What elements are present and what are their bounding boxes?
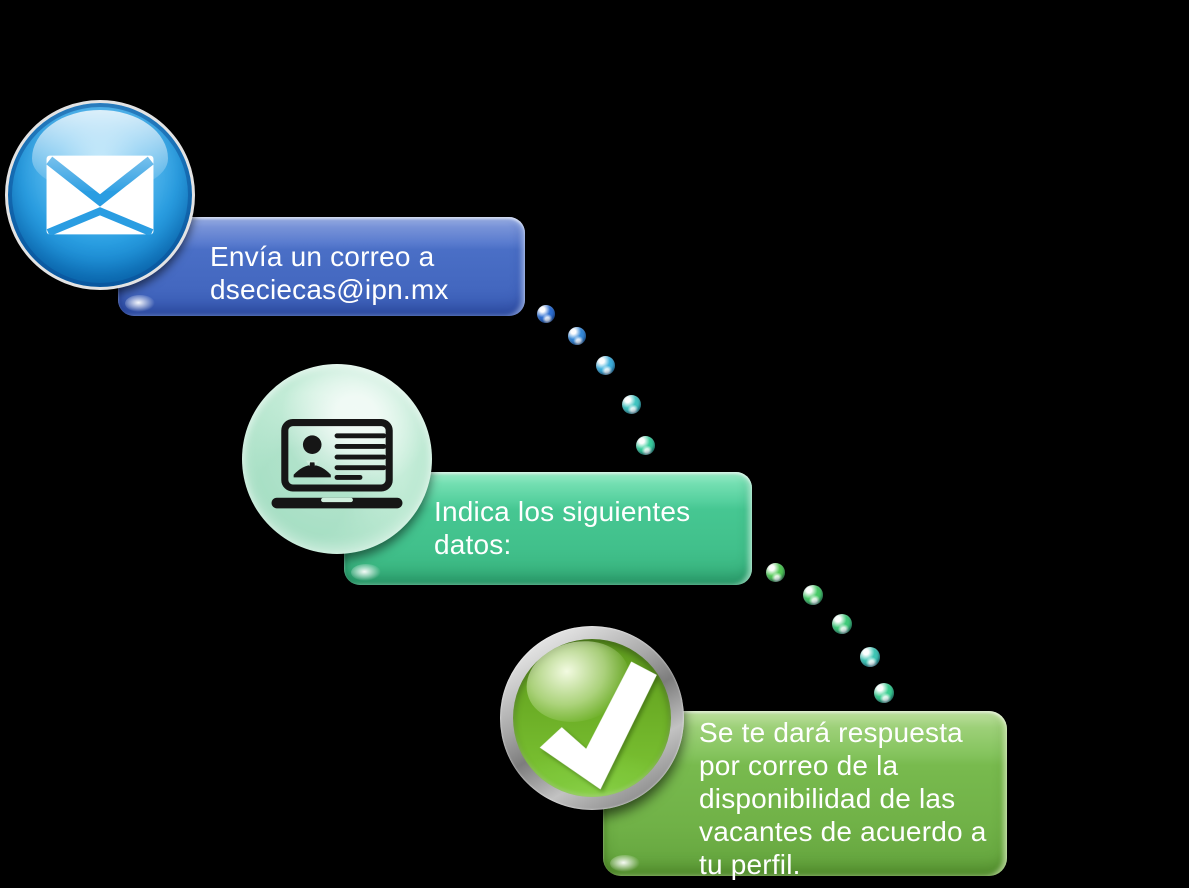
trail-bead [832, 614, 852, 634]
bubble-receive-response: Se te dará respuesta por correo de la di… [603, 711, 1007, 880]
provide-data-text: Indica los siguientes datos: [434, 496, 691, 560]
laptop-id-card-icon [242, 364, 432, 554]
trail-bead [860, 647, 880, 667]
receive-response-text: Se te dará respuesta por correo de la di… [699, 717, 987, 880]
check-mark-icon [500, 626, 684, 810]
trail-bead [874, 683, 894, 703]
bubble-provide-data: Indica los siguientes datos: [344, 472, 752, 585]
trail-bead [766, 563, 785, 582]
trail-bead [568, 327, 586, 345]
trail-bead [803, 585, 823, 605]
trail-bead [622, 395, 641, 414]
laptop-id-card-glyph [271, 418, 403, 509]
check-glyph [539, 661, 657, 790]
envelope-glyph [46, 155, 154, 235]
trail-bead [596, 356, 615, 375]
trail-bead [537, 305, 555, 323]
bubble-send-email: Envía un correo a dseciecas@ipn.mx [118, 217, 525, 316]
send-email-text: Envía un correo a dseciecas@ipn.mx [210, 241, 449, 305]
trail-bead [636, 436, 655, 455]
envelope-icon [5, 100, 195, 290]
